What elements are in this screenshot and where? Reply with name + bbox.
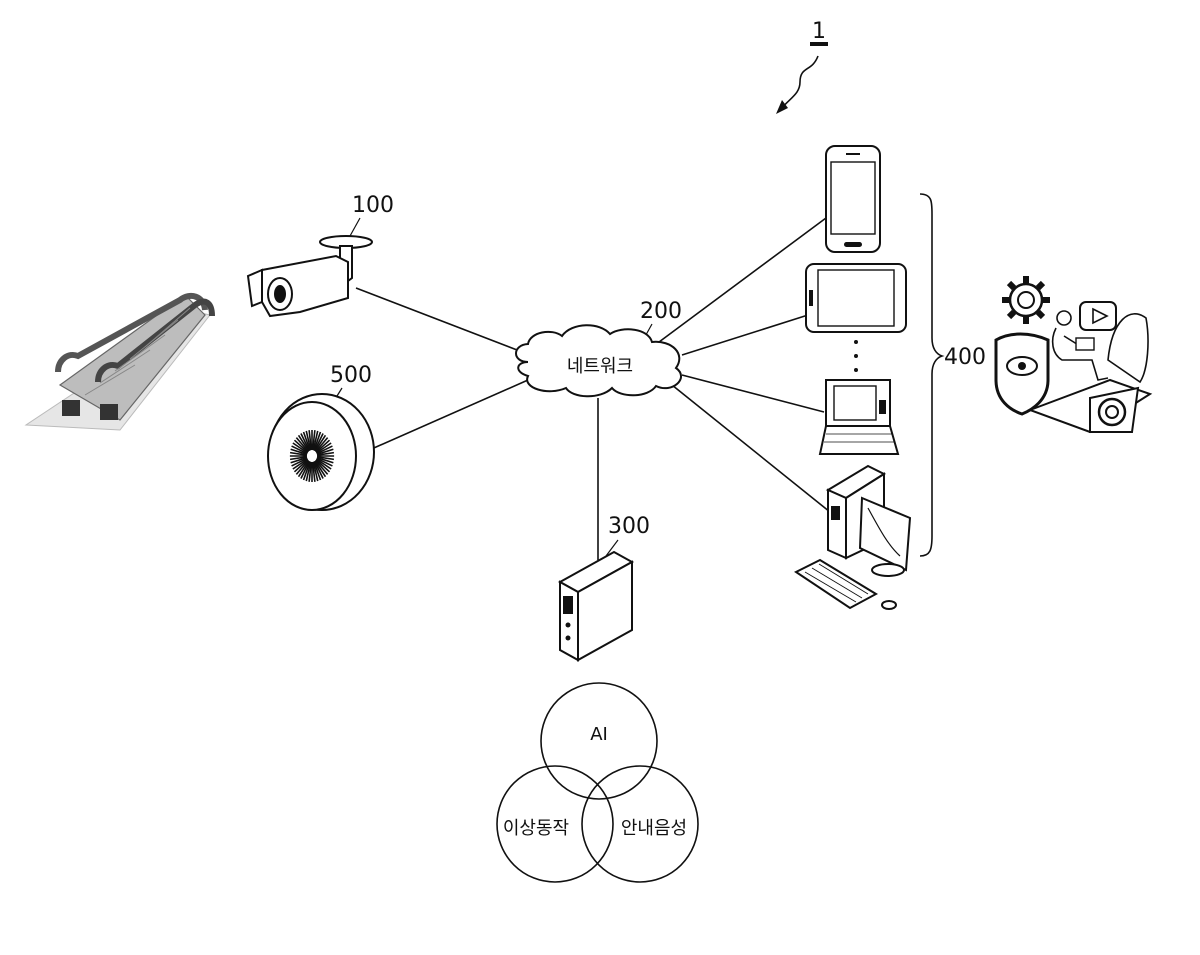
- eye-pupil: [1018, 362, 1026, 370]
- function-venn: AI 이상동작 안내음성: [497, 683, 698, 882]
- cctv-camera: 100: [248, 193, 394, 316]
- server-tower: 300: [560, 514, 650, 660]
- terminals-ref-label: 400: [944, 345, 986, 370]
- laptop-camera-panel: [879, 400, 886, 414]
- link-tablet: [682, 315, 808, 355]
- security-monitoring-illustration: [996, 276, 1150, 432]
- desktop-drive: [831, 506, 840, 520]
- speaker-ref-label: 500: [330, 363, 372, 388]
- system-ref-label: 1: [812, 19, 826, 44]
- link-laptop: [682, 375, 824, 412]
- server-port: [566, 636, 571, 641]
- desktop-monitor: [860, 498, 910, 570]
- camera-ref-label: 100: [352, 193, 394, 218]
- gear-icon: [1002, 276, 1050, 324]
- venn-right-label: 안내음성: [621, 818, 687, 839]
- camera-hood: [248, 270, 262, 306]
- speaker-face: [268, 402, 356, 510]
- server-ref-label: 300: [608, 514, 650, 539]
- server-drive-bay: [563, 596, 573, 614]
- system-reference: 1: [776, 19, 828, 114]
- venn-top-label: AI: [590, 724, 608, 745]
- tablet: [806, 264, 906, 332]
- desktop-mouse: [882, 601, 896, 609]
- network-label: 네트워크: [567, 356, 633, 377]
- server-front: [560, 582, 578, 660]
- escalator-base-right: [100, 404, 118, 420]
- link-speaker: [358, 380, 528, 455]
- system-ref-arrow: [780, 56, 818, 110]
- smartphone: [826, 146, 880, 252]
- desktop-computer: [796, 466, 910, 609]
- laptop: [820, 380, 898, 454]
- system-ref-arrowhead: [776, 100, 788, 114]
- network-cloud: 200 네트워크: [516, 299, 682, 396]
- phone-screen: [831, 162, 875, 234]
- terminals-brace: [920, 194, 942, 556]
- phone-home-button: [844, 242, 862, 247]
- ceiling-speaker: 500: [268, 363, 374, 510]
- desktop-keyboard: [796, 560, 876, 608]
- server-button: [566, 623, 571, 628]
- network-ref-label: 200: [640, 299, 682, 324]
- camera-ref-leader: [350, 218, 360, 236]
- escalator-base-left: [62, 400, 80, 416]
- link-camera: [356, 288, 530, 355]
- laptop-keyboard-deck: [820, 426, 898, 454]
- link-phone: [655, 218, 826, 345]
- tablet-screen: [818, 270, 894, 326]
- more-devices-ellipsis: [854, 340, 858, 372]
- desktop-tower-front: [828, 490, 846, 558]
- user-terminals-brace: 400: [920, 194, 986, 556]
- link-desktop: [672, 385, 830, 512]
- venn-left-label: 이상동작: [503, 818, 569, 839]
- tablet-home-button: [809, 290, 813, 306]
- laptop-screen: [834, 386, 876, 420]
- camera-lens: [274, 285, 286, 303]
- desktop-monitor-stand: [872, 564, 904, 576]
- escalator-illustration: [26, 295, 212, 430]
